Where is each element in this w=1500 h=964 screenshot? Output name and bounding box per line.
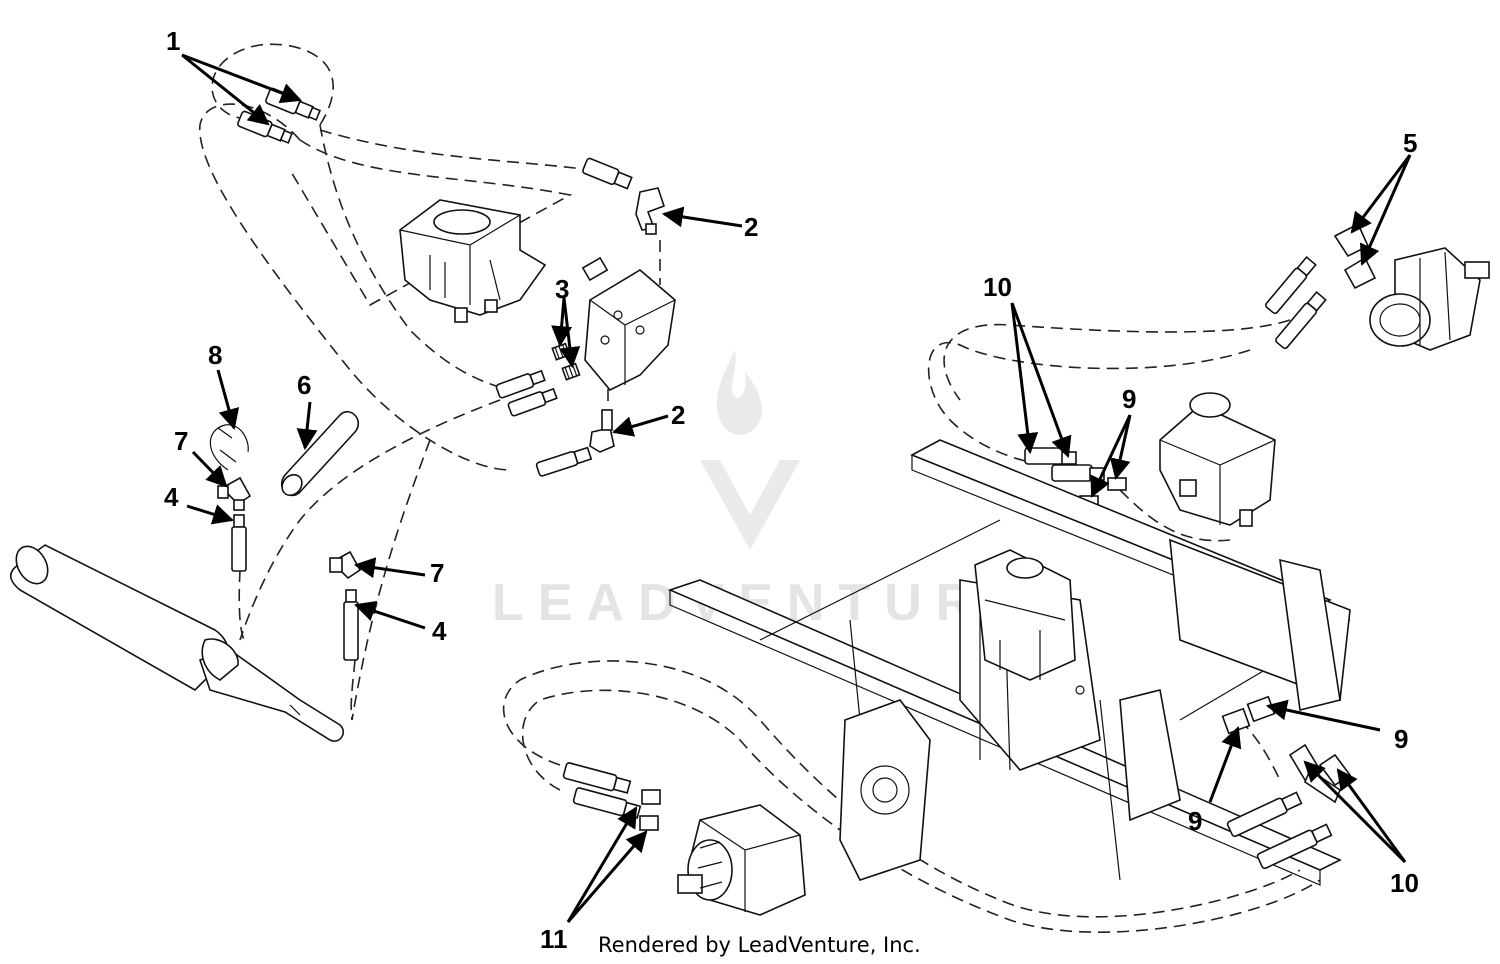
control-valve-right xyxy=(1159,392,1276,527)
elbow-fitting-lower xyxy=(535,409,615,477)
adapter-fittings-9-lower xyxy=(1221,695,1276,735)
hose-fittings-10-lower xyxy=(1226,743,1352,870)
elbow-fitting-7-right xyxy=(329,550,362,580)
callout-10: 10 xyxy=(983,272,1012,302)
callout-2: 2 xyxy=(744,212,758,242)
callout-11: 11 xyxy=(540,924,568,954)
wheel-motor-right xyxy=(1369,247,1490,351)
render-credit: Rendered by LeadVenture, Inc. xyxy=(598,933,921,957)
callout-9: 9 xyxy=(1394,724,1408,754)
hose-fitting-4-right xyxy=(343,589,359,661)
hose-sleeve xyxy=(280,410,360,497)
watermark-logo xyxy=(700,350,800,550)
callout-3: 3 xyxy=(555,274,569,304)
callout-1: 1 xyxy=(166,26,180,56)
callout-8: 8 xyxy=(208,340,222,370)
elbow-fittings-5 xyxy=(1333,222,1377,290)
callout-5: 5 xyxy=(1403,128,1417,158)
callout-4: 4 xyxy=(432,616,447,646)
hose-fittings-11 xyxy=(562,762,661,831)
elbow-fitting-7-left xyxy=(217,476,252,511)
hose-fittings-10-upper xyxy=(1024,447,1105,482)
callout-2: 2 xyxy=(671,400,685,430)
control-valve xyxy=(581,256,676,391)
callout-6: 6 xyxy=(297,370,311,400)
callout-10: 10 xyxy=(1390,868,1419,898)
hose-fitting-4-left xyxy=(231,514,247,572)
callout-4: 4 xyxy=(164,482,179,512)
hose-fittings-center xyxy=(495,369,558,417)
leader-lines xyxy=(181,53,1412,923)
elbow-fitting-upper xyxy=(635,187,666,235)
callout-7: 7 xyxy=(174,426,188,456)
hydraulic-pump-upper xyxy=(399,199,547,323)
hose-fittings-right-top xyxy=(1265,255,1327,350)
wheel-motor-left xyxy=(677,804,806,916)
hose-clamp xyxy=(209,424,249,471)
tractor-frame xyxy=(667,439,1351,886)
callout-9: 9 xyxy=(1188,806,1202,836)
adapter-fittings-3 xyxy=(551,342,581,381)
callout-9: 9 xyxy=(1122,384,1136,414)
callout-7: 7 xyxy=(430,558,444,588)
lift-cylinder xyxy=(9,544,345,742)
hose-end-fittings-upper xyxy=(237,87,633,190)
